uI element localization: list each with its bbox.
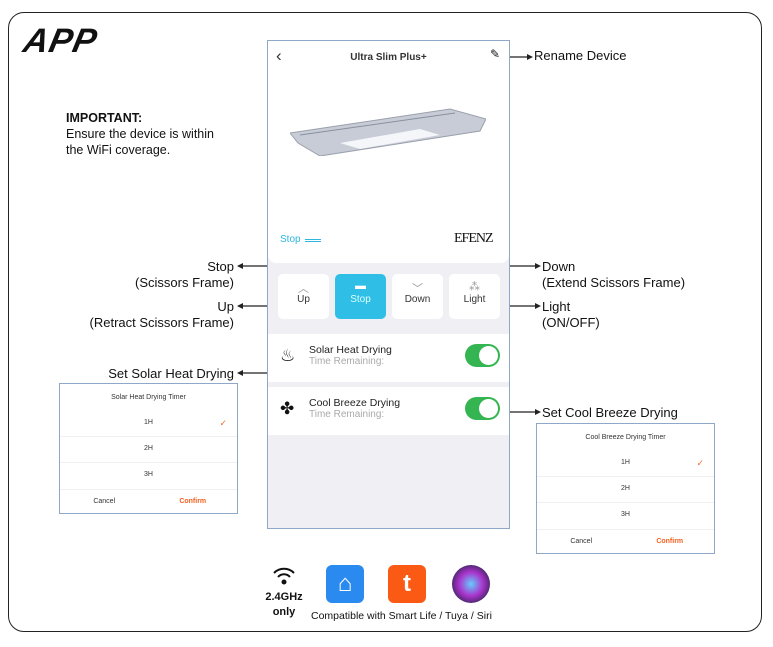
rename-device-label: Rename Device <box>534 48 627 63</box>
light-label: Light <box>542 299 571 314</box>
solar-heat-card[interactable]: ♨ Solar Heat Drying Time Remaining: <box>268 334 509 382</box>
wifi-note: 2.4GHz only <box>262 590 306 620</box>
solar-timer-popup: Solar Heat Drying Timer 1H ✓ 2H 3H Cance… <box>59 383 238 514</box>
stop-button[interactable]: ▬ Stop <box>335 274 386 319</box>
page-border <box>8 12 762 632</box>
check-icon: ✓ <box>219 418 227 428</box>
up-annotation: Up(Retract Scissors Frame) <box>90 299 234 331</box>
device-image <box>290 108 486 156</box>
light-button[interactable]: ⁂Light <box>449 274 500 319</box>
down-annotation: Down(Extend Scissors Frame) <box>542 259 685 291</box>
cool-annotation: Set Cool Breeze Drying <box>542 405 678 420</box>
confirm-button[interactable]: Confirm <box>179 498 207 505</box>
light-icon: ⁂ <box>469 281 480 293</box>
cool-breeze-toggle[interactable] <box>465 397 500 420</box>
timer-option[interactable]: 1H <box>621 459 630 466</box>
device-title: Ultra Slim Plus+ <box>350 52 427 63</box>
frame-status-icon <box>305 239 321 242</box>
brand-logo: EFENZ <box>454 231 494 246</box>
light-sub: (ON/OFF) <box>542 315 600 330</box>
cool-timer-popup: Cool Breeze Drying Timer 1H ✓ 2H 3H Canc… <box>536 423 715 554</box>
status-text: Stop <box>280 234 301 245</box>
button-label: Down <box>404 294 431 305</box>
important-line: Ensure the device is within <box>66 127 214 141</box>
popup-title: Solar Heat Drying Timer <box>111 394 186 401</box>
compatibility-text: Compatible with Smart Life / Tuya / Siri <box>311 610 492 622</box>
important-note: IMPORTANT: Ensure the device is within t… <box>66 110 214 158</box>
stop-sub: (Scissors Frame) <box>135 275 234 290</box>
siri-icon <box>452 565 490 603</box>
stop-label: Stop <box>207 259 234 274</box>
phone-screen: ‹ Ultra Slim Plus+ ✎ Stop EFENZ ︿Up ▬ Sto… <box>267 40 510 529</box>
popup-title: Cool Breeze Drying Timer <box>585 434 666 441</box>
up-button[interactable]: ︿Up <box>278 274 329 319</box>
device-header: ‹ Ultra Slim Plus+ ✎ Stop EFENZ <box>268 41 509 263</box>
tuya-icon: t <box>388 565 426 603</box>
cancel-button[interactable]: Cancel <box>93 498 116 505</box>
timer-option[interactable]: 3H <box>144 471 153 478</box>
down-label: Down <box>542 259 576 274</box>
important-title: IMPORTANT: <box>66 111 143 125</box>
timer-option[interactable]: 2H <box>621 485 630 492</box>
chevron-down-icon: ﹀ <box>412 283 423 295</box>
wifi-band: 2.4GHz <box>265 591 303 603</box>
mode-name: Solar Heat Drying <box>309 344 392 356</box>
up-label: Up <box>217 299 234 314</box>
chevron-up-icon: ︿ <box>298 283 309 295</box>
mode-time: Time Remaining: <box>309 356 385 367</box>
fan-icon: ✤ <box>280 399 295 418</box>
wifi-icon <box>273 567 295 585</box>
down-button[interactable]: ﹀Down <box>392 274 443 319</box>
timer-option[interactable]: 3H <box>621 511 630 518</box>
cool-breeze-card[interactable]: ✤ Cool Breeze Drying Time Remaining: <box>268 387 509 435</box>
button-label: Up <box>297 294 310 305</box>
heat-icon: ♨ <box>280 346 296 365</box>
light-annotation: Light(ON/OFF) <box>542 299 600 331</box>
mode-time: Time Remaining: <box>309 409 385 420</box>
wifi-only: only <box>272 606 296 618</box>
cancel-button[interactable]: Cancel <box>570 538 593 545</box>
back-icon[interactable]: ‹ <box>276 46 282 65</box>
mode-name: Cool Breeze Drying <box>309 397 401 409</box>
solar-annotation: Set Solar Heat Drying <box>108 366 234 381</box>
edit-icon[interactable]: ✎ <box>490 47 501 61</box>
important-line: the WiFi coverage. <box>66 143 171 157</box>
button-label: Stop <box>350 294 371 305</box>
timer-option[interactable]: 1H <box>144 419 153 426</box>
button-label: Light <box>463 294 486 305</box>
check-icon: ✓ <box>696 458 704 468</box>
stop-bar-icon: ▬ <box>355 280 366 292</box>
timer-option[interactable]: 2H <box>144 445 153 452</box>
stop-annotation: Stop(Scissors Frame) <box>135 259 234 291</box>
smart-life-icon: ⌂ <box>326 565 364 603</box>
solar-heat-toggle[interactable] <box>465 344 500 367</box>
up-sub: (Retract Scissors Frame) <box>89 315 234 330</box>
confirm-button[interactable]: Confirm <box>656 538 684 545</box>
down-sub: (Extend Scissors Frame) <box>542 275 686 290</box>
